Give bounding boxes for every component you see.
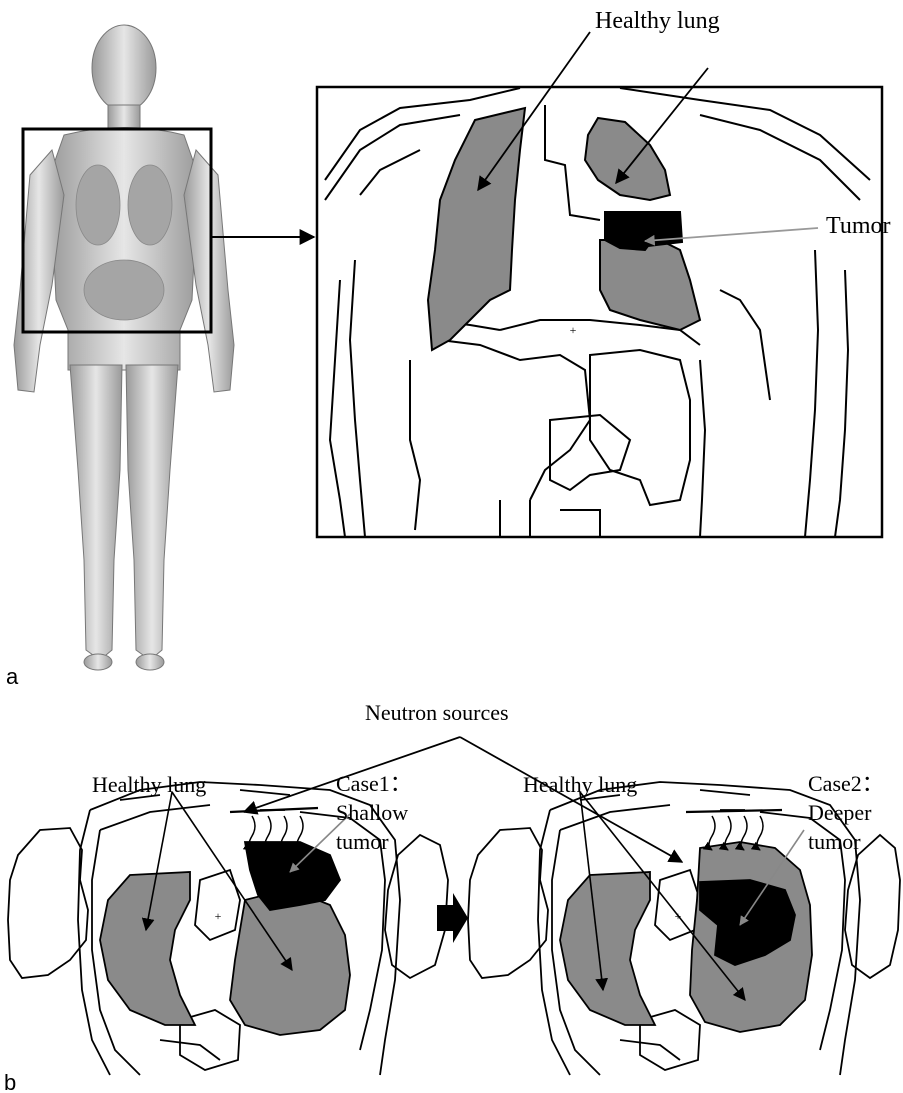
- label-case1-line2: Shallow: [336, 800, 408, 825]
- neutron-source-bar-2: [686, 810, 782, 812]
- healthy-lung-left-case2: [560, 872, 655, 1025]
- label-case2-line1: Case2：: [808, 771, 884, 796]
- left-arm-outline-1: [8, 828, 88, 978]
- panel-letter-a: a: [6, 664, 19, 689]
- neutron-source-bar-1: [230, 808, 318, 812]
- label-healthy-lung-a: Healthy lung: [595, 8, 720, 34]
- label-healthy-lung-b-right: Healthy lung: [523, 772, 637, 797]
- coronal-slice-panel: +: [317, 87, 882, 537]
- left-arm-outline-2: [468, 828, 548, 978]
- label-case2-line2: Deeper: [808, 800, 872, 825]
- tumor-coronal: [605, 212, 682, 250]
- right-arm-outline-2: [845, 835, 900, 978]
- body-phantom-figure: [14, 25, 234, 670]
- healthy-lung-left-case1: [100, 872, 195, 1025]
- neutron-arrow-right: [460, 737, 682, 862]
- label-case1-line3: tumor: [336, 829, 389, 854]
- label-case2-line3: tumor: [808, 829, 861, 854]
- label-tumor-a: Tumor: [826, 213, 890, 239]
- case-transition-arrow: [437, 893, 468, 943]
- panel-letter-b: b: [4, 1070, 16, 1093]
- transverse-slice-case2: + Healthy lung Case2： Deeper tumor: [468, 771, 900, 1075]
- transverse-slice-case1: + Healthy lung Case1： Shallow tumor: [8, 771, 448, 1075]
- healthy-lung-right-case1: [230, 893, 350, 1035]
- label-neutron-sources: Neutron sources: [365, 700, 509, 725]
- label-case1-line1: Case1：: [336, 771, 412, 796]
- panel-b: Neutron sources: [4, 700, 900, 1093]
- panel-a: + Healthy lung Tumor a: [6, 8, 890, 689]
- label-healthy-lung-b-left: Healthy lung: [92, 772, 206, 797]
- center-plus-mark-1: +: [215, 909, 222, 923]
- center-plus-mark: +: [570, 323, 577, 337]
